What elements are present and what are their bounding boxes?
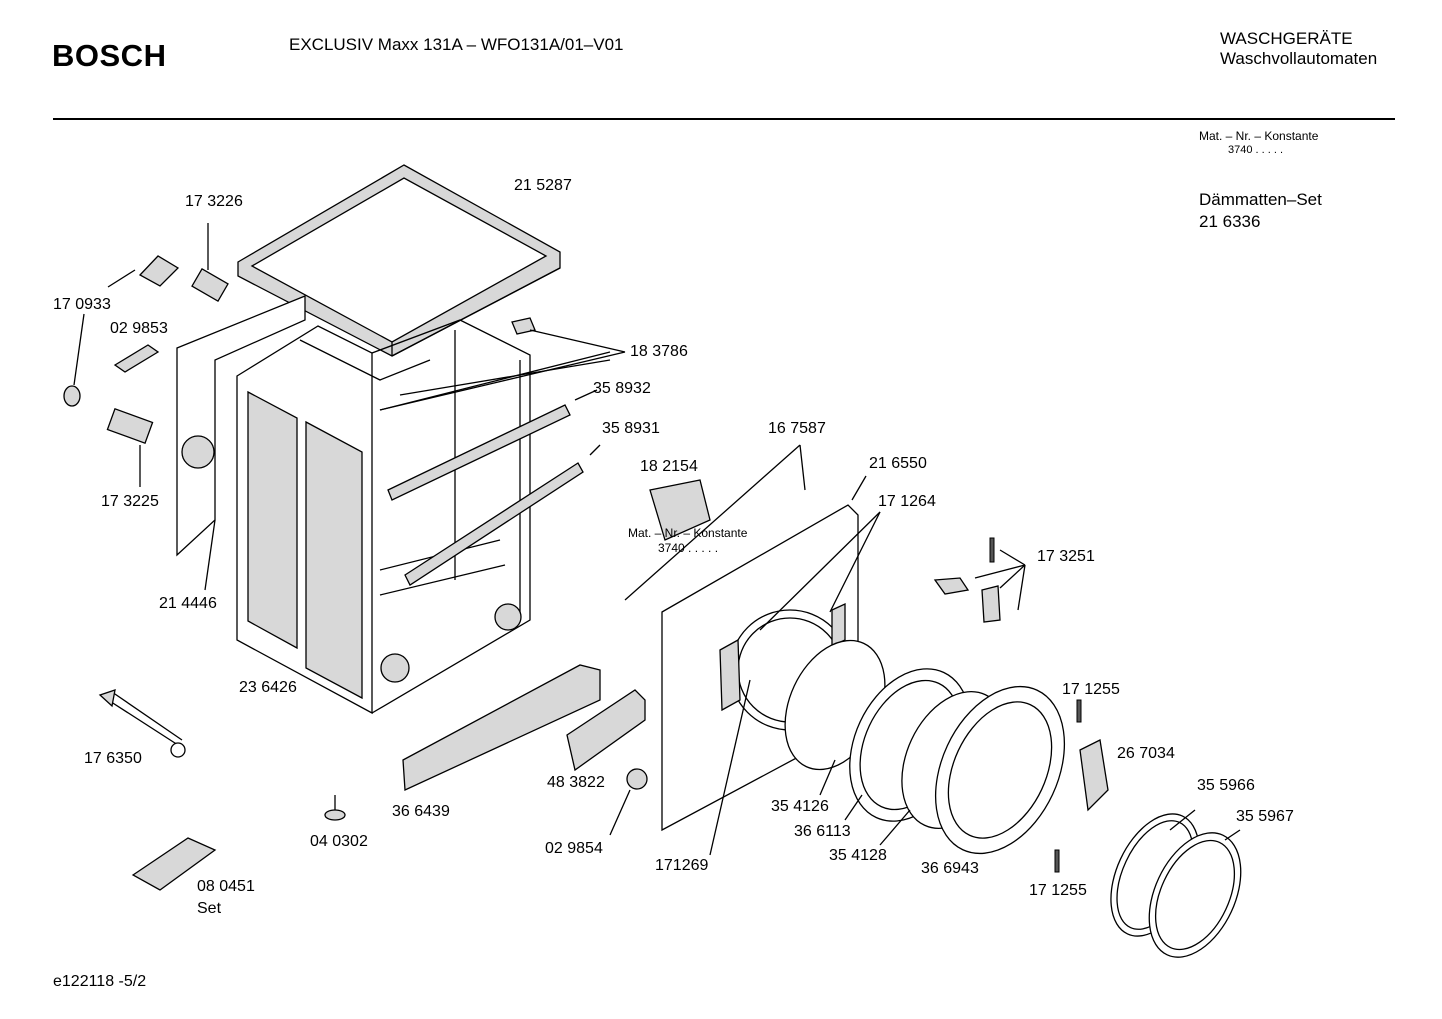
top-lid-shape xyxy=(237,164,561,357)
cross-rails xyxy=(379,317,611,586)
part-label-214446: 21 4446 xyxy=(159,595,217,612)
door-lock-shape xyxy=(649,479,711,541)
part-label-483822: 48 3822 xyxy=(547,774,605,791)
part-label-080451-set: Set xyxy=(197,900,222,917)
part-label-173226: 17 3226 xyxy=(185,193,243,210)
part-label-366113: 36 6113 xyxy=(794,823,851,840)
part-label-215287: 21 5287 xyxy=(514,177,572,194)
part-label-171255-bottom: 17 1255 xyxy=(1029,882,1087,899)
part-label-173251: 17 3251 xyxy=(1037,548,1095,565)
part-label-216550: 21 6550 xyxy=(869,455,927,472)
part-label-354128: 35 4128 xyxy=(829,847,887,864)
part-label-358931: 35 8931 xyxy=(602,420,660,437)
part-label-040302: 04 0302 xyxy=(310,833,368,850)
part-label-355966: 35 5966 xyxy=(1197,777,1255,794)
part-label-354126: 35 4126 xyxy=(771,798,829,815)
mat-konstante-label: Mat. – Nr. – Konstante xyxy=(1199,129,1319,143)
insulation-set-label: Dämmatten–Set xyxy=(1199,190,1322,209)
model-title: EXCLUSIV Maxx 131A – WFO131A/01–V01 xyxy=(289,35,624,54)
overlay-mat-konstante-value: 3740 . . . . . xyxy=(658,541,719,555)
hinge-parts-left xyxy=(63,223,229,487)
part-label-183786: 18 3786 xyxy=(630,343,688,360)
part-label-029853: 02 9853 xyxy=(110,320,168,337)
part-label-167587: 16 7587 xyxy=(768,420,826,437)
part-label-170933: 17 0933 xyxy=(53,296,111,313)
leader-lines xyxy=(379,329,1241,856)
cabinet-shape xyxy=(236,319,531,715)
part-label-176350: 17 6350 xyxy=(84,750,142,767)
part-label-355967: 35 5967 xyxy=(1236,808,1294,825)
part-label-173225: 17 3225 xyxy=(101,493,159,510)
brand-logo: BOSCH xyxy=(52,38,167,73)
door-rings-shapes xyxy=(784,639,1242,958)
part-label-080451: 08 0451 xyxy=(197,878,255,895)
part-label-236426: 23 6426 xyxy=(239,679,297,696)
part-label-182154: 18 2154 xyxy=(640,458,698,475)
insulation-set-number: 21 6336 xyxy=(1199,212,1261,231)
part-label-358932: 35 8932 xyxy=(593,380,651,397)
part-label-366439: 36 6439 xyxy=(392,803,450,820)
mat-konstante-value: 3740 . . . . . xyxy=(1228,144,1284,156)
part-label-029854: 02 9854 xyxy=(545,840,603,857)
part-label-171264: 17 1264 xyxy=(878,493,936,510)
part-label-267034: 26 7034 xyxy=(1117,745,1175,762)
part-label-366943: 36 6943 xyxy=(921,860,979,877)
part-label-171269: 171269 xyxy=(655,857,709,874)
category-subtitle: Waschvollautomaten xyxy=(1220,49,1378,68)
overlay-mat-konstante-label: Mat. – Nr. – Konstante xyxy=(628,526,748,540)
door-hinge-parts xyxy=(933,537,1109,873)
drawing-id: e122118 -5/2 xyxy=(53,973,147,990)
header-divider xyxy=(53,118,1395,120)
side-frame-shape xyxy=(176,295,306,591)
category-title: WASCHGERÄTE xyxy=(1220,29,1353,48)
control-panel-shapes xyxy=(402,664,648,791)
accessory-parts xyxy=(98,689,346,891)
part-label-171255-top: 17 1255 xyxy=(1062,681,1120,698)
